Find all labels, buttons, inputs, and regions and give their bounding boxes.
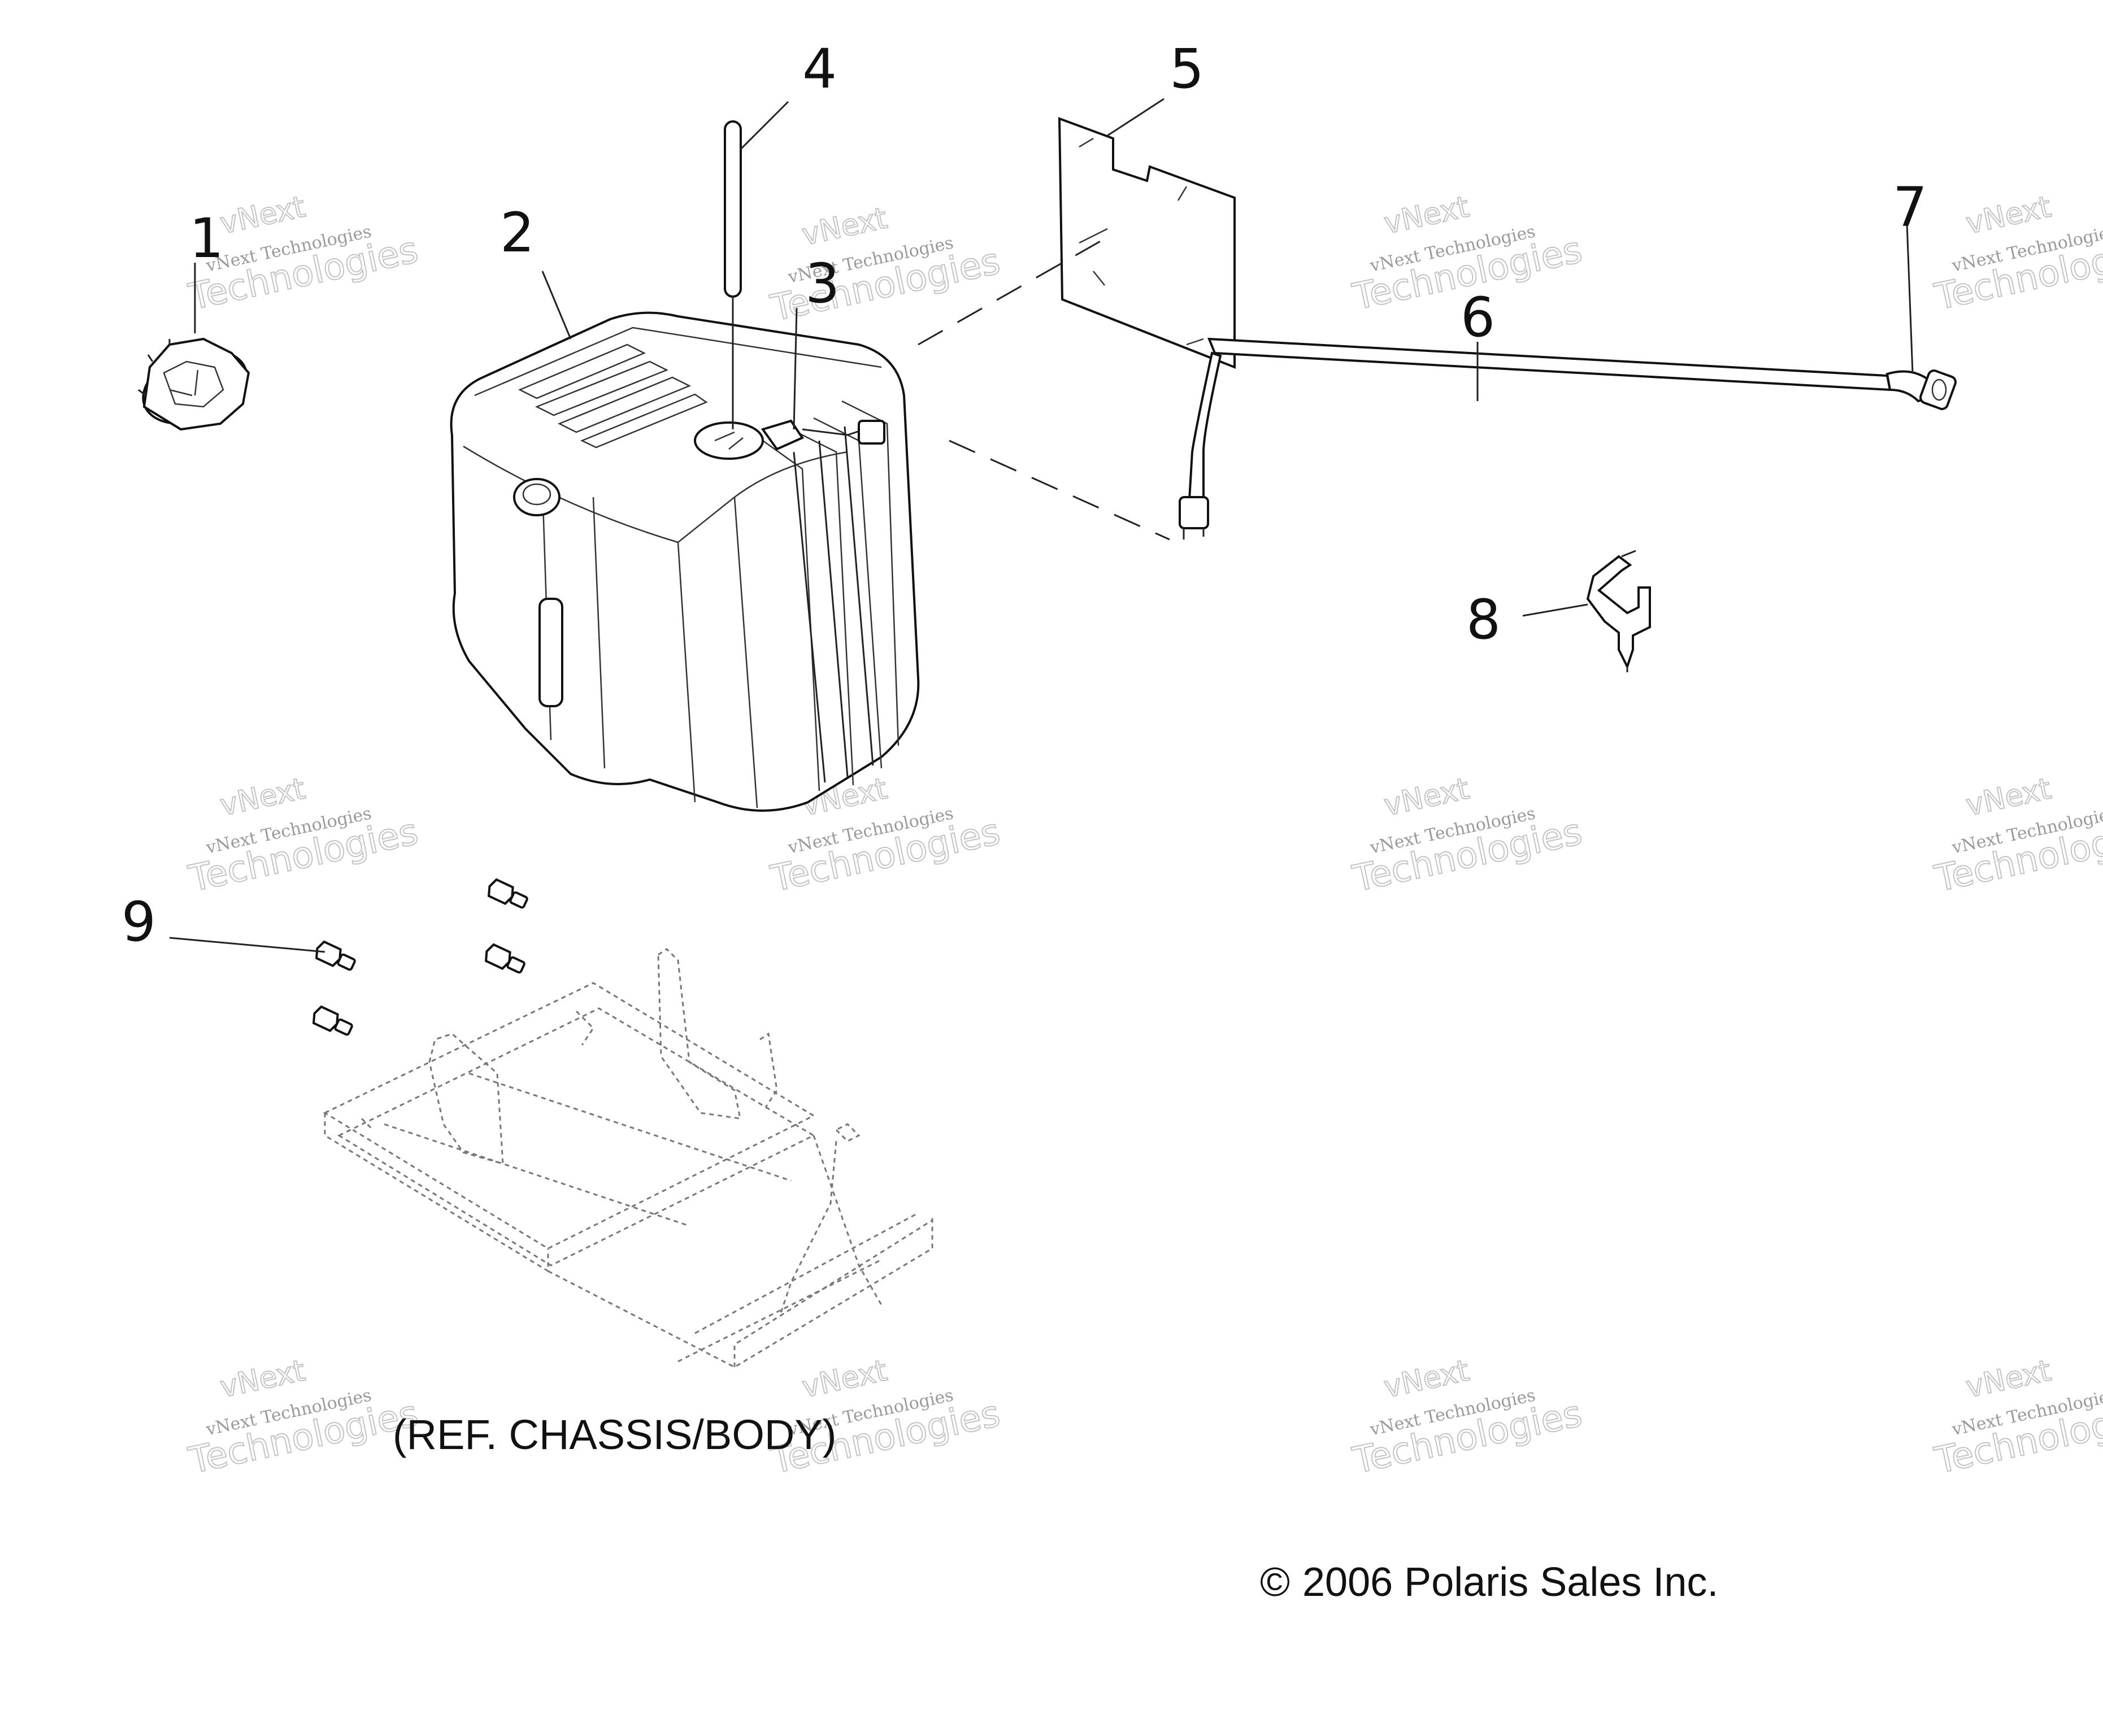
leader-5 bbox=[1107, 98, 1165, 137]
leader-3 bbox=[793, 307, 798, 430]
callout-5: 5 bbox=[1170, 37, 1204, 101]
callout-7: 7 bbox=[1893, 176, 1927, 239]
svg-text:vNext: vNext bbox=[1381, 190, 1472, 241]
svg-text:vNext: vNext bbox=[1381, 1354, 1472, 1404]
bolt bbox=[315, 940, 356, 971]
svg-text:vNext: vNext bbox=[1963, 190, 2054, 241]
svg-text:vNext: vNext bbox=[1963, 772, 2054, 823]
explode-lines bbox=[918, 236, 1170, 541]
watermark-layer: vNext vNext Technologies Technologies vN… bbox=[185, 189, 2103, 1482]
part-quick-connect bbox=[1885, 369, 1957, 410]
part-fuel-tank bbox=[450, 311, 920, 812]
part-fuel-cap bbox=[138, 337, 250, 431]
leader-9 bbox=[169, 937, 325, 953]
leader-lines bbox=[169, 98, 1914, 953]
callout-9: 9 bbox=[121, 890, 156, 954]
part-bolts bbox=[312, 878, 528, 1036]
svg-text:vNext: vNext bbox=[799, 201, 890, 252]
svg-text:vNext: vNext bbox=[799, 1354, 890, 1404]
leader-7 bbox=[1906, 223, 1914, 373]
callout-2: 2 bbox=[500, 201, 535, 264]
part-decal-sheet bbox=[1058, 117, 1236, 369]
watermark: vNext vNext Technologies Technologies bbox=[185, 771, 423, 900]
part-clip bbox=[1586, 550, 1651, 672]
callout-4: 4 bbox=[802, 37, 837, 101]
leader-4 bbox=[739, 101, 789, 151]
copyright-symbol: © bbox=[1260, 1560, 1290, 1605]
svg-text:vNext: vNext bbox=[1963, 1354, 2054, 1404]
part-vent-tube bbox=[724, 120, 742, 429]
watermark: vNext vNext Technologies Technologies bbox=[1349, 1353, 1587, 1482]
bolt bbox=[485, 943, 525, 974]
callout-numbers: 1 2 3 4 5 6 7 8 9 bbox=[121, 37, 1927, 954]
reference-chassis-frame bbox=[323, 948, 933, 1368]
callout-6: 6 bbox=[1461, 286, 1495, 349]
bolt bbox=[488, 878, 528, 909]
svg-text:vNext: vNext bbox=[217, 1354, 308, 1404]
callout-3: 3 bbox=[805, 252, 840, 315]
watermark: vNext vNext Technologies Technologies bbox=[1931, 189, 2103, 319]
leader-8 bbox=[1522, 603, 1588, 617]
svg-text:vNext: vNext bbox=[217, 190, 308, 241]
svg-text:vNext: vNext bbox=[217, 772, 308, 823]
callout-1: 1 bbox=[189, 207, 224, 270]
watermark: vNext vNext Technologies Technologies bbox=[1931, 771, 2103, 900]
reference-caption: (REF. CHASSIS/BODY) bbox=[393, 1411, 836, 1458]
watermark: vNext vNext Technologies Technologies bbox=[1349, 771, 1587, 900]
watermark: vNext vNext Technologies Technologies bbox=[185, 1353, 423, 1482]
part-fuel-line bbox=[1179, 337, 1892, 539]
callout-8: 8 bbox=[1466, 588, 1501, 651]
watermark: vNext vNext Technologies Technologies bbox=[767, 201, 1005, 330]
copyright-notice: © 2006 Polaris Sales Inc. bbox=[1260, 1560, 1718, 1605]
svg-text:vNext: vNext bbox=[1381, 772, 1472, 823]
copyright-text: 2006 Polaris Sales Inc. bbox=[1302, 1560, 1718, 1605]
bolt bbox=[312, 1005, 353, 1036]
watermark: vNext vNext Technologies Technologies bbox=[1931, 1353, 2103, 1482]
watermark: vNext vNext Technologies Technologies bbox=[767, 1353, 1005, 1482]
leader-2 bbox=[541, 271, 572, 340]
